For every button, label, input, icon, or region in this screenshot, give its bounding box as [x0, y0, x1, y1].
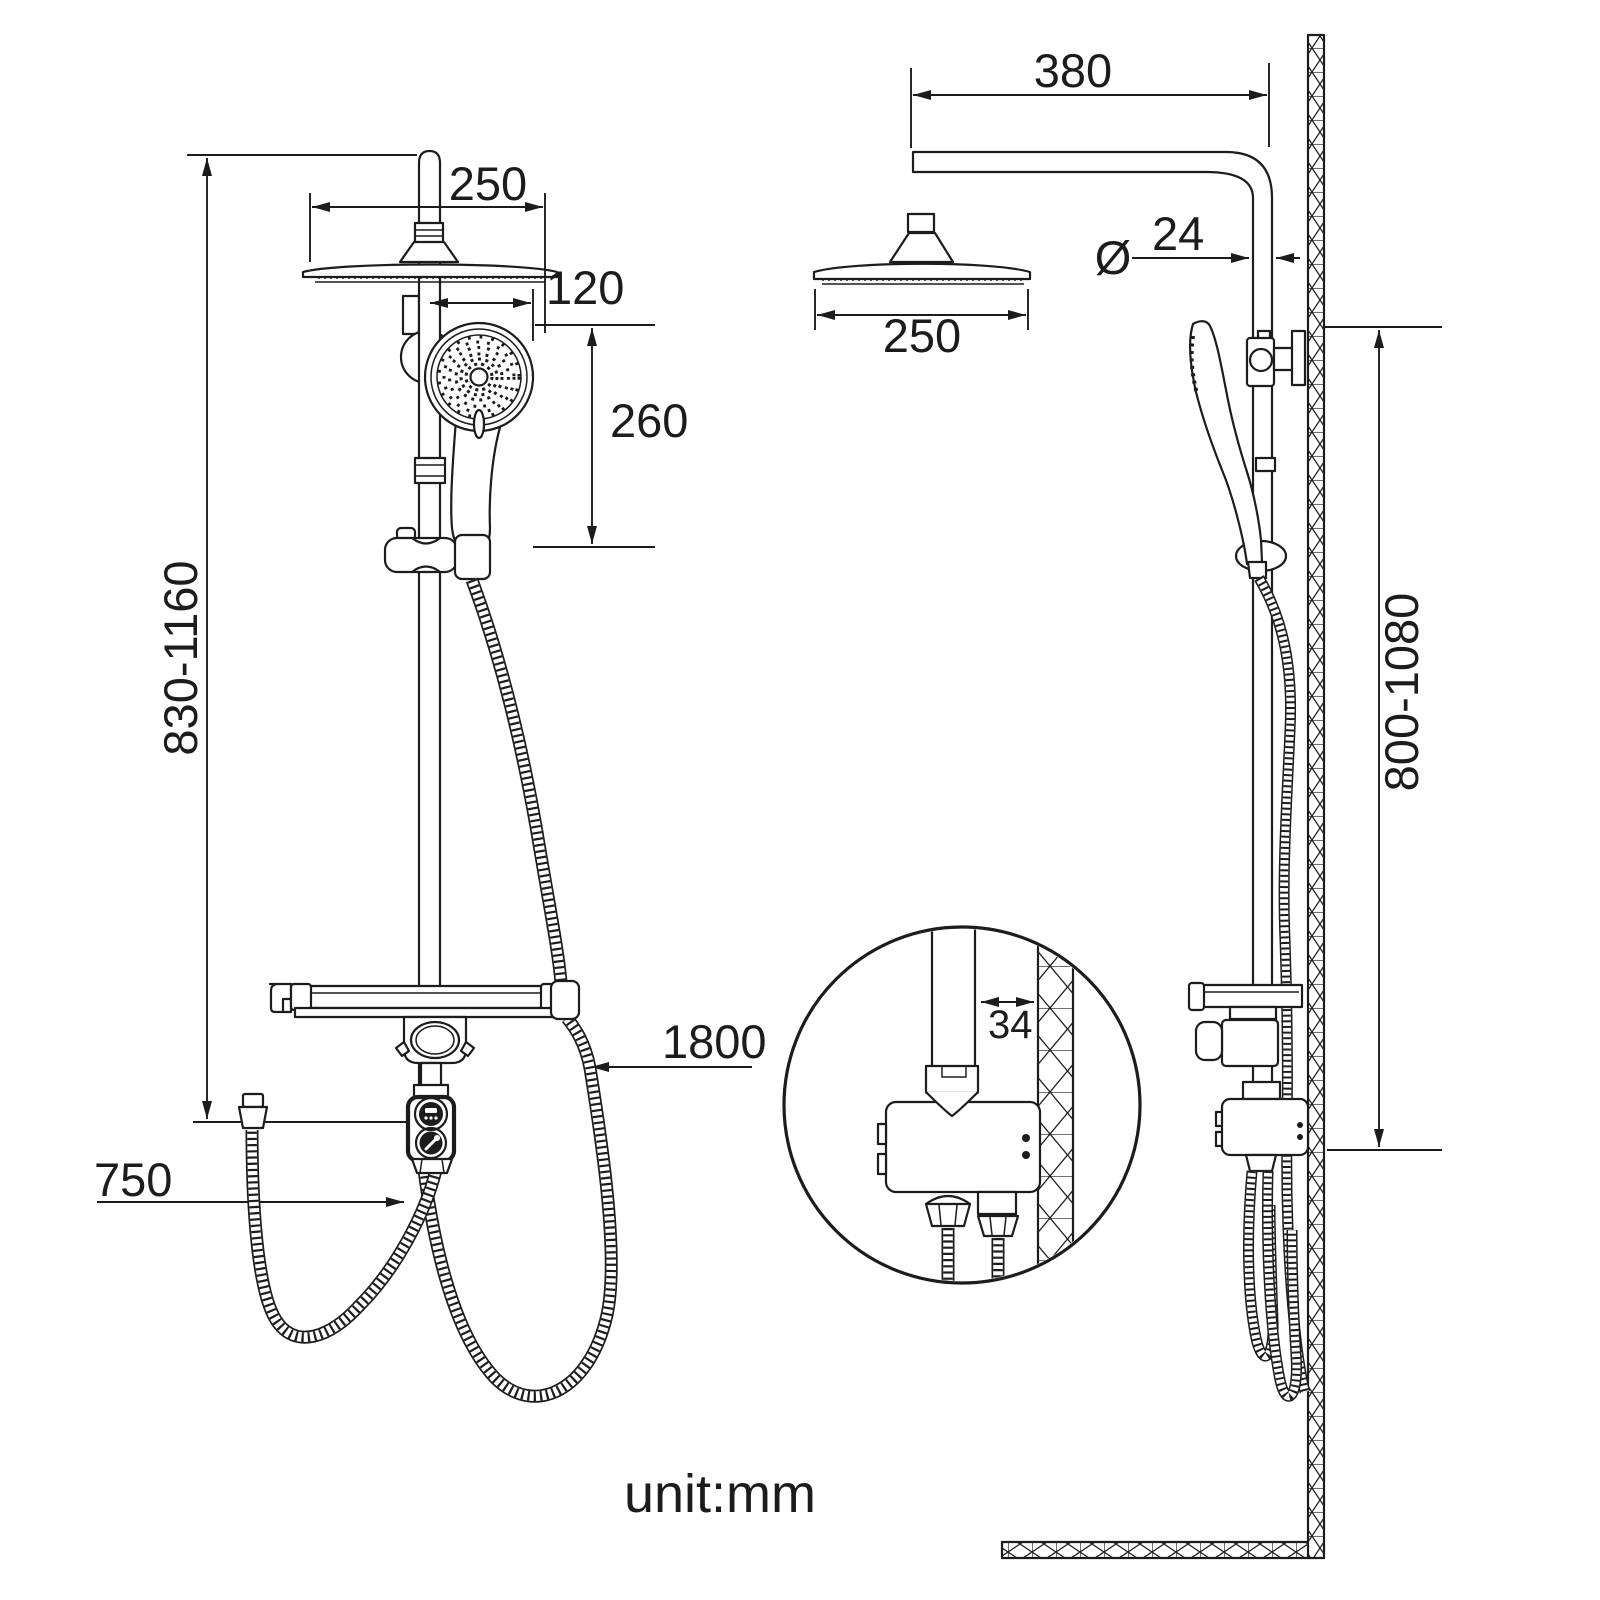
shelf-side [1187, 981, 1304, 1021]
label-diameter-symbol: Ø [1095, 231, 1132, 284]
detail-pipe [930, 929, 977, 1069]
valve-side [1194, 1018, 1310, 1173]
label-inlet-hose: 750 [94, 1153, 172, 1206]
handshower-side [1189, 320, 1268, 580]
floor-section [1000, 1540, 1326, 1560]
valve-front [405, 1061, 457, 1175]
handshower-mode-button [414, 1126, 448, 1160]
label-wall-offset: 34 [988, 1003, 1033, 1047]
detail-view: 34 [782, 925, 1142, 1290]
side-view: 380 250 Ø 24 800-1080 [812, 33, 1442, 1560]
shelf-front [268, 982, 569, 1019]
dim-arm-reach [910, 63, 1270, 148]
slider-bracket-front [383, 526, 492, 581]
detail-valve [876, 1064, 1042, 1216]
handshower-front [423, 321, 535, 554]
wall-bracket-side [1245, 329, 1307, 388]
label-mount-height: 800-1080 [1375, 593, 1428, 792]
dim-head-width-front [309, 193, 546, 333]
handshower-mount-arm [401, 294, 421, 336]
dim-mount-height [1323, 326, 1442, 1151]
detail-hose-connections [924, 1194, 1020, 1290]
label-pipe-diameter: 24 [1152, 207, 1204, 260]
pipe-slider-clip [1254, 456, 1277, 473]
dim-head-depth [814, 289, 1029, 330]
hose-guide-fitting [549, 979, 581, 1021]
shower-hose-loop-1800 [424, 1018, 611, 1396]
rain-mode-button [413, 1096, 449, 1132]
label-arm-reach: 380 [1034, 44, 1112, 97]
front-view: 250 120 260 830-1160 750 1800 [94, 149, 767, 1396]
wall-section [1306, 33, 1326, 1560]
riser-pipe-front [417, 149, 442, 1102]
dim-handshower-drop [533, 324, 655, 548]
diverter-knob-front [394, 1015, 476, 1065]
label-rail-height: 830-1160 [154, 560, 207, 755]
inlet-hose-end-fitting [237, 1092, 269, 1130]
inlet-hose-loop-750 [252, 1130, 436, 1337]
label-handshower-width: 120 [546, 261, 624, 314]
label-head-width-front: 250 [449, 157, 527, 210]
dim-handshower-width [430, 289, 534, 341]
detail-wall [1036, 929, 1075, 1281]
riser-collar [413, 456, 447, 485]
handshower-hose-upper [472, 580, 561, 982]
label-head-depth: 250 [883, 309, 961, 362]
unit-label: unit:mm [624, 1464, 816, 1524]
rain-head-front [301, 221, 559, 283]
dim-rail-height [187, 154, 417, 1123]
label-shower-hose: 1800 [662, 1015, 767, 1068]
rain-head-side [812, 212, 1032, 285]
label-handshower-drop: 260 [610, 394, 688, 447]
